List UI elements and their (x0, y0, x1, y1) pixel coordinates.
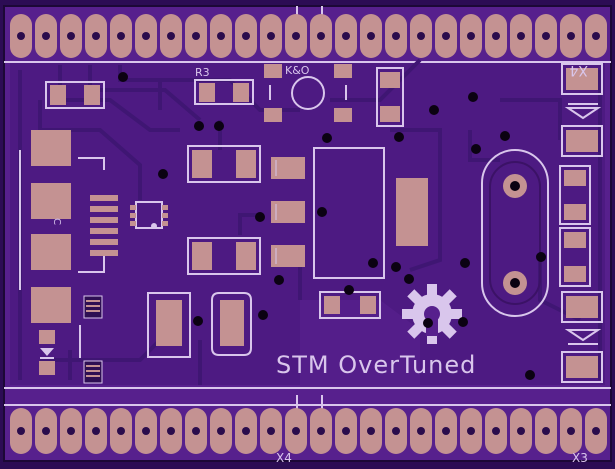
regulator (271, 147, 428, 279)
x4-top-label: X4 (569, 62, 588, 78)
vias (118, 72, 546, 380)
copper-pour-lower (300, 300, 420, 385)
left-power-pads (19, 130, 105, 323)
soic-chip (90, 195, 118, 256)
led-left (39, 330, 55, 375)
qfn-chip (130, 201, 168, 229)
resistor-r3 (194, 79, 254, 105)
board-edge (3, 5, 612, 462)
capacitor-upper (187, 145, 261, 183)
r3-label: R3 (195, 66, 210, 79)
x3-bottom-label: X3 (572, 451, 588, 465)
right-column-parts (559, 63, 603, 383)
x4-bottom-label: X4 (276, 451, 292, 465)
capacitor-lower (187, 237, 261, 275)
capacitor-small-middle (319, 291, 381, 319)
gear-icon (402, 284, 462, 344)
diode-icon (40, 348, 54, 356)
board-title: STM OverTuned (276, 351, 476, 379)
resistor-top-left (45, 81, 105, 109)
sot-components (79, 295, 103, 384)
top-header-holes (17, 32, 600, 40)
svg-text:K&O: K&O (285, 64, 310, 77)
crystal (481, 149, 549, 317)
bottom-header-holes (17, 427, 600, 435)
resistor-vertical (376, 67, 404, 127)
tactile-button: K&O (264, 64, 352, 122)
left-vertical-label: C (51, 218, 62, 225)
tantalum-capacitors (147, 292, 252, 358)
